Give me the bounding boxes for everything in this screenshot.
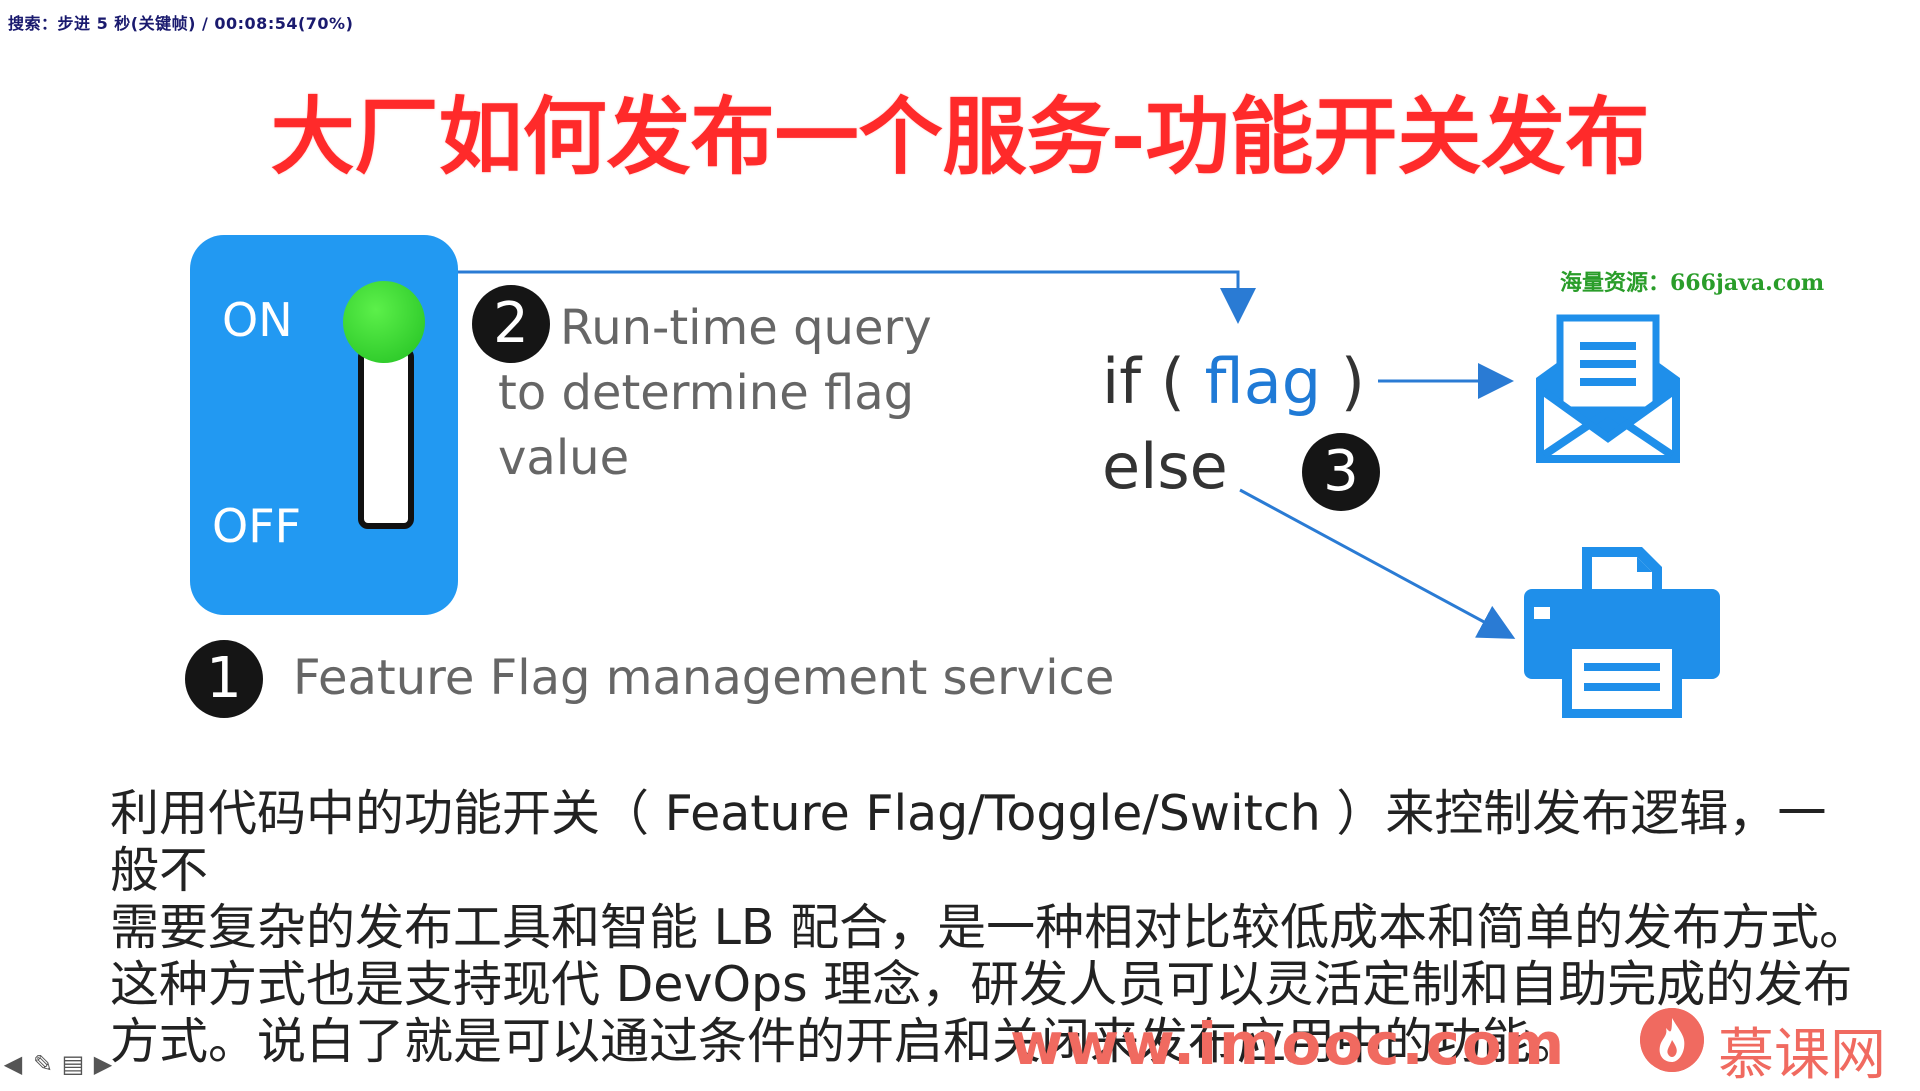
menu-icon[interactable]: ▤: [61, 1050, 85, 1078]
slide-title: 大厂如何发布一个服务-功能开关发布: [270, 88, 1650, 186]
step-3-badge: 3: [1302, 433, 1380, 511]
code-else-word: else: [1102, 430, 1228, 503]
step-2-line-1: Run-time query: [560, 300, 932, 356]
query-arrow: [455, 270, 1256, 324]
feature-switch-panel: ON OFF: [190, 235, 458, 615]
step-1-text: Feature Flag management service: [293, 650, 1115, 706]
arrow-left-icon[interactable]: ◀: [3, 1050, 23, 1078]
step-2-line-2: to determine flag: [498, 365, 915, 421]
code-if-line: if ( flag ): [1102, 345, 1365, 418]
printer-icon: [1524, 547, 1720, 718]
switch-off-label: OFF: [212, 499, 302, 553]
code-if-prefix: if (: [1102, 345, 1205, 418]
envelope-icon: [1536, 314, 1680, 463]
body-line: 这种方式也是支持现代 DevOps 理念，研发人员可以灵活定制和自助完成的发布: [110, 956, 1853, 1013]
switch-knob: [343, 281, 425, 363]
arrow-right-icon[interactable]: ▶: [93, 1050, 113, 1078]
switch-track: [358, 347, 414, 529]
body-line: 方式。说白了就是可以通过条件的开启和关闭来发布应用中的功能。: [110, 1013, 1581, 1070]
imooc-flame-logo: [1640, 1008, 1704, 1072]
imooc-brand-name: 慕课网: [1718, 1023, 1886, 1088]
code-if-suffix: ): [1321, 345, 1365, 418]
resource-watermark: 海量资源：666java.com: [1560, 270, 1825, 296]
switch-on-label: ON: [222, 293, 293, 347]
slide-body-text: 利用代码中的功能开关（ Feature Flag/Toggle/Switch ）…: [110, 785, 1870, 1070]
player-status-text: 搜索：步进 5 秒(关键帧) / 00:08:54(70%): [8, 14, 354, 33]
imooc-url: www.imooc.com: [1010, 1010, 1567, 1078]
step-2-line-3: value: [498, 430, 630, 486]
pen-icon[interactable]: ✎: [32, 1050, 54, 1078]
else-arrow: [1239, 488, 1516, 639]
step-1-badge: 1: [185, 640, 263, 718]
body-line: 需要复杂的发布工具和智能 LB 配合，是一种相对比较低成本和简单的发布方式。: [110, 899, 1869, 956]
step-2-badge: 2: [472, 285, 550, 363]
body-line: 利用代码中的功能开关（ Feature Flag/Toggle/Switch ）…: [110, 785, 1827, 899]
code-flag-word: flag: [1204, 345, 1322, 418]
